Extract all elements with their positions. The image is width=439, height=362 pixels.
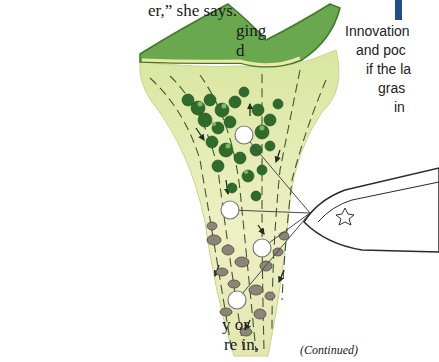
article-text: d xyxy=(236,42,245,59)
shallow-water xyxy=(140,50,339,356)
article-text: y or xyxy=(222,316,249,333)
continued-note: (Continued) xyxy=(300,344,358,356)
boat xyxy=(304,168,439,252)
article-text: er,” she says. xyxy=(148,2,237,19)
seagrass-bed xyxy=(182,87,283,201)
article-text: re in, xyxy=(224,336,259,353)
article-text: gras xyxy=(378,81,405,95)
seagrass-highlight xyxy=(198,102,265,175)
article-text: Innovation xyxy=(345,24,410,38)
accent-bar xyxy=(395,0,402,20)
rocks xyxy=(207,222,289,336)
current-arrows xyxy=(196,104,284,330)
beach xyxy=(142,58,300,65)
article-text: and poc xyxy=(356,43,406,57)
survey-stations xyxy=(221,126,271,309)
article-text: if the la xyxy=(366,62,411,76)
survey-lines xyxy=(230,135,310,300)
article-text: ging xyxy=(236,22,266,39)
article-text: in xyxy=(394,100,405,114)
contour-lines xyxy=(150,70,326,352)
